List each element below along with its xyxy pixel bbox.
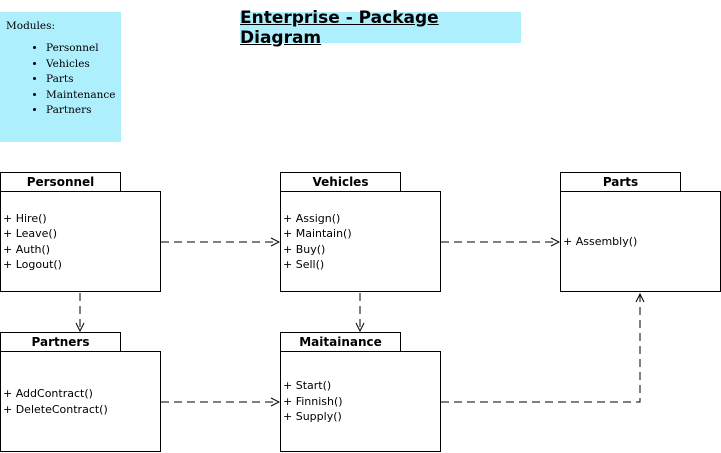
modules-list-item: Personnel bbox=[46, 42, 115, 55]
package-operations: + Assign() + Maintain() + Buy() + Sell() bbox=[280, 191, 441, 292]
package-name: Vehicles bbox=[280, 172, 401, 192]
modules-list-item: Maintenance bbox=[46, 89, 115, 102]
diagram-title: Enterprise - Package Diagram bbox=[240, 8, 521, 48]
package-name: Parts bbox=[560, 172, 681, 192]
modules-list-item: Parts bbox=[46, 73, 115, 86]
operation: + AddContract() bbox=[3, 387, 93, 400]
operation: + Sell() bbox=[283, 258, 325, 271]
modules-list-item: Vehicles bbox=[46, 58, 115, 71]
operation: + Auth() bbox=[3, 242, 51, 256]
package-operations: + Assembly() bbox=[560, 191, 721, 292]
operation: + Hire() bbox=[3, 211, 47, 225]
operation: + Supply() bbox=[283, 410, 342, 424]
operation: + DeleteContract() bbox=[3, 402, 108, 416]
operation: + Leave() bbox=[3, 227, 58, 240]
package-operations: + Hire() + Leave() + Auth() + Logout() bbox=[0, 191, 161, 292]
operation: + Finnish() bbox=[283, 394, 343, 408]
operation: + Logout() bbox=[3, 258, 62, 271]
operation: + Assign() bbox=[283, 211, 341, 225]
package-operations: + Start() + Finnish() + Supply() bbox=[280, 351, 441, 452]
operation: + Buy() bbox=[283, 242, 326, 256]
package-operations: + AddContract() + DeleteContract() bbox=[0, 351, 161, 452]
modules-list-item: Partners bbox=[46, 104, 115, 117]
package-name: Partners bbox=[0, 332, 121, 352]
operation: + Assembly() bbox=[563, 234, 638, 248]
modules-note: Modules: Personnel Vehicles Parts Mainte… bbox=[0, 12, 121, 142]
package-name: Maitainance bbox=[280, 332, 401, 352]
modules-list: Personnel Vehicles Parts Maintenance Par… bbox=[6, 42, 115, 117]
modules-note-heading: Modules: bbox=[6, 20, 56, 32]
operation: + Start() bbox=[283, 379, 332, 393]
dependency-maitainance-parts bbox=[441, 294, 640, 403]
operation: + Maintain() bbox=[283, 227, 352, 240]
package-name: Personnel bbox=[0, 172, 121, 192]
